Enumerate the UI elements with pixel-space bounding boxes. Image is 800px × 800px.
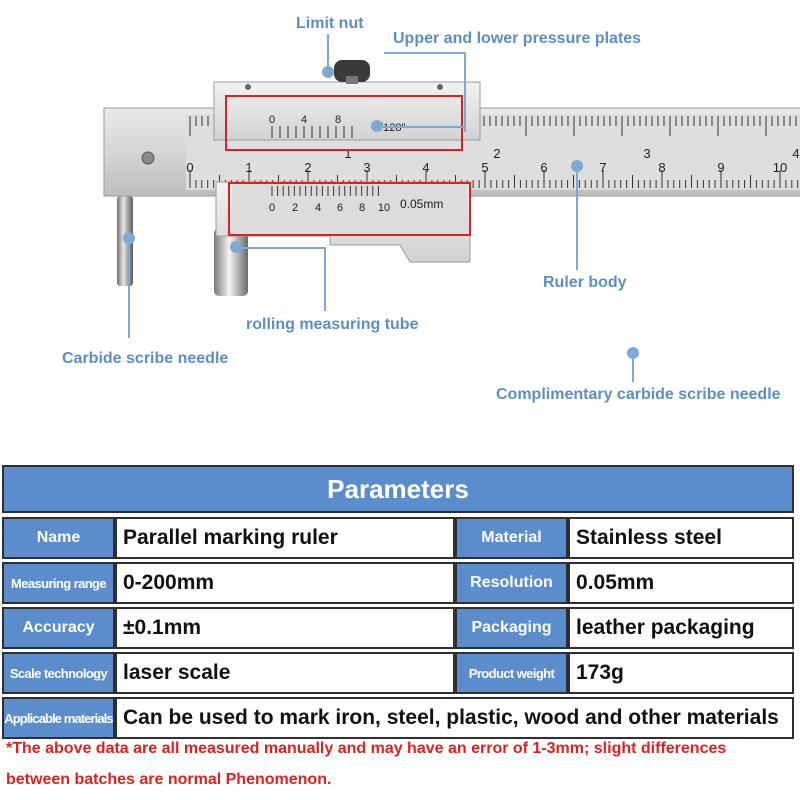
parameters-title: Parameters (2, 465, 794, 513)
leader-dot (230, 241, 242, 253)
leader-ruler-body (576, 166, 578, 270)
footnote-line-1: *The above data are all measured manuall… (6, 740, 727, 757)
ruler-screw (141, 151, 155, 165)
plate-hole (245, 84, 251, 90)
lower-vernier-number: 10 (378, 202, 390, 214)
limit-nut-knob (334, 60, 370, 82)
leader-rolling-tube (236, 247, 326, 249)
lower-vernier-number: 4 (315, 202, 321, 214)
callout-comp-needle: Complimentary carbide scribe needle (496, 386, 781, 403)
leader-dot (322, 66, 334, 78)
lower-scale-number: 4 (422, 160, 429, 175)
leader-rolling-tube-vertical (324, 247, 326, 311)
callout-scribe-needle: Carbide scribe needle (62, 350, 229, 367)
leader-comp-needle (632, 352, 634, 382)
lower-vernier-number: 8 (359, 202, 365, 214)
lower-scale-number: 5 (481, 160, 488, 175)
callout-rolling-tube: rolling measuring tube (246, 316, 419, 333)
limit-nut-neck (346, 76, 358, 84)
param-label: Applicable materials (2, 697, 115, 739)
upper-highlight-box (225, 95, 463, 151)
lower-scale-number: 6 (540, 160, 547, 175)
leader-pressure-plates (384, 52, 466, 54)
plate-hole (437, 84, 443, 90)
leader-dot (123, 232, 135, 244)
lower-vernier-number: 6 (337, 202, 343, 214)
leader-scribe-needle (128, 238, 130, 338)
lower-vernier-number: 2 (292, 202, 298, 214)
rolling-measuring-tube (214, 228, 248, 296)
param-label: Packaging (455, 607, 568, 649)
upper-scale-number: 2 (493, 146, 500, 161)
lower-scale-number: 8 (658, 160, 665, 175)
lower-scale-number: 1 (245, 160, 252, 175)
footnote-line-2: between batches are normal Phenomenon. (6, 771, 332, 788)
lower-vernier-ticks: 0 2 4 6 8 10 (269, 186, 390, 214)
leader-limit-nut (327, 34, 329, 72)
param-value: leather packaging (568, 607, 794, 649)
param-value: Can be used to mark iron, steel, plastic… (115, 697, 794, 739)
upper-vernier-number: 0 (269, 114, 275, 126)
param-value: 0.05mm (568, 562, 794, 604)
lower-scale-number: 10 (773, 160, 787, 175)
param-value: 0-200mm (115, 562, 455, 604)
lower-scale-number: 3 (363, 160, 370, 175)
leader-dot (571, 160, 583, 172)
upper-vernier-number: 8 (335, 114, 341, 126)
param-value: Stainless steel (568, 517, 794, 559)
upper-pressure-plate (213, 81, 481, 141)
param-label: Product weight (455, 652, 568, 694)
param-label: Measuring range (2, 562, 115, 604)
upper-scale-number: 4 (792, 146, 799, 161)
upper-scale-number: 1 (344, 146, 351, 161)
lower-vernier-unit: 0.05mm (400, 197, 443, 211)
lower-scale-number: 0 (186, 160, 193, 175)
callout-ruler-body: Ruler body (543, 274, 627, 291)
upper-scale-number: 3 (643, 146, 650, 161)
lower-highlight-box (228, 182, 471, 236)
lower-scale-number: 2 (304, 160, 311, 175)
param-value: laser scale (115, 652, 455, 694)
param-value: ±0.1mm (115, 607, 455, 649)
param-label: Accuracy (2, 607, 115, 649)
lower-scale-number: 9 (717, 160, 724, 175)
upper-vernier-number: 4 (301, 114, 307, 126)
leader-dot (371, 120, 383, 132)
leader-dot (627, 347, 639, 359)
param-value: Parallel marking ruler (115, 517, 455, 559)
callout-pressure-plates: Upper and lower pressure plates (393, 30, 642, 47)
param-label: Scale technology (2, 652, 115, 694)
leader-pressure-plates-lower (383, 126, 465, 128)
param-value: 173g (568, 652, 794, 694)
leader-pressure-plates-vertical (464, 52, 466, 132)
callout-limit-nut: Limit nut (296, 15, 364, 32)
lower-vernier-number: 0 (269, 202, 275, 214)
param-label: Resolution (455, 562, 568, 604)
param-label: Name (2, 517, 115, 559)
upper-vernier-ticks: 0 4 8 (269, 114, 353, 138)
lower-scale-number: 7 (599, 160, 606, 175)
param-label: Material (455, 517, 568, 559)
